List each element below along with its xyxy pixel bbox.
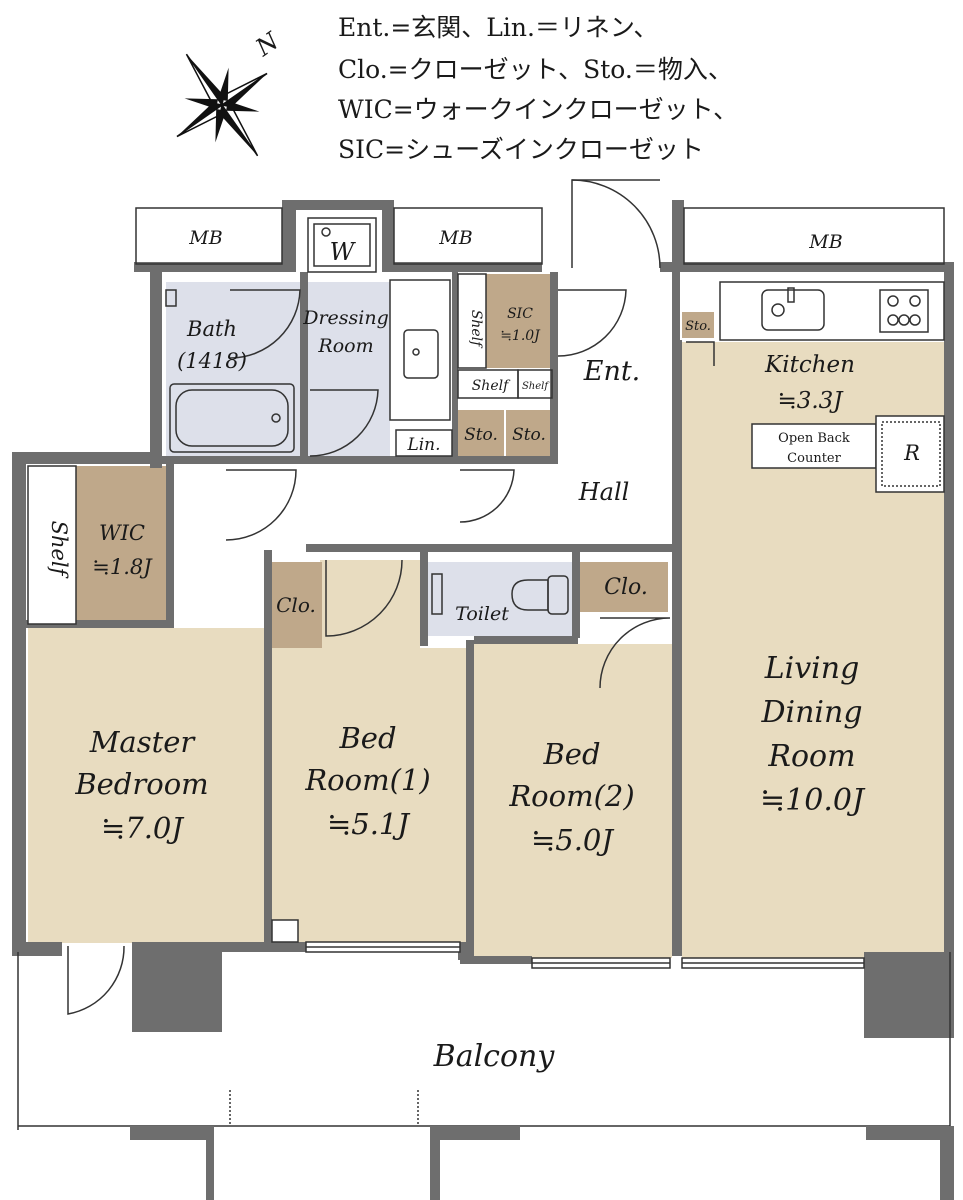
bath-floor — [166, 282, 300, 458]
linen-label: Lin. — [406, 435, 440, 455]
master-bedroom-label-2: Bedroom — [74, 767, 208, 801]
dressing-floor — [306, 282, 390, 458]
balcony-label: Balcony — [433, 1039, 556, 1074]
balcony-door — [67, 945, 125, 1015]
fridge-space — [875, 415, 945, 493]
mb-box-right — [683, 207, 945, 265]
mb-label-left: MB — [188, 227, 222, 249]
closet-2-floor — [578, 562, 668, 612]
shelf-tiny-label: Shelf — [522, 381, 550, 392]
hall-label: Hall — [578, 478, 630, 506]
sic-shelf-label: Shelf — [468, 310, 484, 349]
legend-line-1: Ent.=玄関、Lin.＝リネン、 — [338, 13, 658, 42]
storage-2-label: Sto. — [512, 425, 546, 445]
dressing-label-1: Dressing — [302, 307, 389, 329]
wic-floor — [76, 466, 166, 626]
open-back-counter — [751, 423, 877, 469]
wic-label: WIC — [99, 521, 145, 545]
hall-door — [459, 469, 515, 523]
shelf-small-label: Shelf — [472, 378, 511, 394]
storage-kitchen-floor — [682, 312, 714, 338]
sic-floor — [486, 274, 550, 368]
bath-label: Bath — [186, 317, 237, 341]
sic-door — [557, 289, 627, 357]
kitchen-counter — [719, 281, 945, 341]
mb-label-right: MB — [808, 231, 842, 253]
compass-icon — [176, 53, 268, 157]
bath-door — [229, 289, 301, 359]
kitchen-sink-icon — [761, 289, 825, 331]
fridge-label: R — [903, 441, 920, 465]
closet-1-label: Clo. — [276, 593, 316, 617]
walls — [12, 200, 954, 1038]
mb-box-center — [393, 207, 543, 265]
compass-north-label: N — [250, 26, 285, 62]
counter-label-1: Open Back — [778, 431, 850, 446]
master-bedroom-floor — [28, 628, 264, 943]
bedroom-1-label-1: Bed — [338, 721, 396, 755]
entrance-label: Ent. — [583, 356, 641, 387]
master-bedroom-door — [225, 469, 297, 541]
master-bedroom-size-label: ≒7.0J — [101, 811, 184, 845]
bedroom-1-door — [325, 559, 403, 637]
ldk-label-2: Dining — [760, 695, 862, 730]
legend-line-2: Clo.=クローゼット、Sto.＝物入、 — [338, 55, 733, 84]
master-bedroom-label-1: Master — [89, 725, 197, 759]
bedroom-2-door — [599, 617, 671, 689]
bathtub — [169, 383, 295, 453]
legend-line-4: SIC=シューズインクローゼット — [338, 135, 704, 164]
ldk-size-label: ≒10.0J — [760, 783, 866, 818]
room-labels: MB MB MB W Bath (1418) Dressing Room Lin… — [47, 227, 920, 1074]
legend-line-3: WIC=ウォークインクローゼット、 — [338, 95, 738, 124]
bedroom-2-floor — [474, 644, 672, 958]
wic-size-label: ≒1.8J — [92, 555, 153, 579]
bedroom-2-label-2: Room(2) — [508, 779, 634, 813]
bedroom-1-label-2: Room(1) — [304, 763, 430, 797]
mb-label-center: MB — [438, 227, 472, 249]
sic-size-label: ≒1.0J — [500, 328, 541, 344]
kitchen-storage-label: Sto. — [685, 319, 711, 334]
storage-2-floor — [506, 410, 552, 458]
bath-size-label: (1418) — [177, 349, 247, 373]
closet-1-floor — [270, 562, 322, 648]
dressing-door — [309, 389, 379, 457]
toilet-tank — [431, 573, 443, 615]
legend: Ent.=玄関、Lin.＝リネン、 Clo.=クローゼット、Sto.＝物入、 W… — [338, 13, 738, 164]
counter-label-2: Counter — [787, 451, 841, 466]
bedroom-1-size-label: ≒5.1J — [327, 807, 410, 841]
linen-box — [395, 429, 453, 457]
sic-label: SIC — [507, 306, 533, 322]
sink-icon — [403, 329, 439, 379]
ldk-label-3: Room — [767, 739, 855, 774]
kitchen-size-label: ≒3.3J — [777, 388, 844, 414]
bedroom-2-label-1: Bed — [542, 737, 600, 771]
toilet-icon — [511, 579, 549, 611]
balcony-piers — [130, 1126, 954, 1200]
stove-icon — [879, 289, 929, 333]
wic-shelf-label: Shelf — [47, 521, 71, 579]
storage-1-floor — [458, 410, 504, 458]
bedroom-1-floor — [270, 648, 466, 942]
vanity — [389, 279, 451, 421]
washer-pan — [307, 217, 377, 273]
washer-label: W — [330, 238, 357, 266]
kitchen-label: Kitchen — [764, 352, 855, 378]
kitchen-storage-door — [686, 341, 715, 366]
dressing-label-2: Room — [317, 335, 373, 357]
closet-2-label: Clo. — [604, 575, 648, 600]
entrance-door — [571, 179, 661, 269]
bedroom-2-size-label: ≒5.0J — [531, 823, 614, 857]
mb-box-left — [135, 207, 283, 265]
storage-1-label: Sto. — [464, 425, 498, 445]
toilet-label: Toilet — [455, 603, 509, 625]
ldk-label-1: Living — [764, 651, 860, 686]
